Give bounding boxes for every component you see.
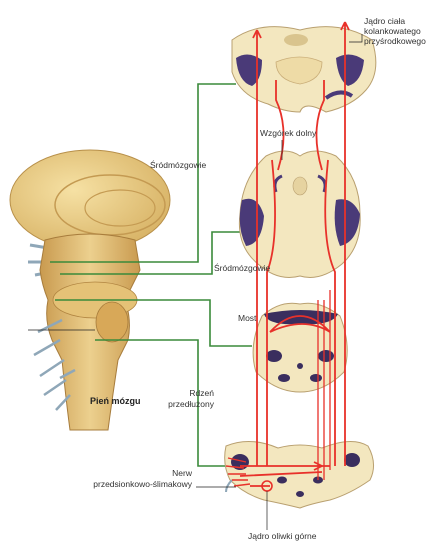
label-midbrain-lower: Śródmózgowie (214, 263, 270, 273)
section-midbrain-top (232, 27, 376, 112)
label-pons: Most (238, 313, 256, 323)
label-geniculate-3: przyśrodkowego (364, 36, 426, 46)
brainstem-illustration (10, 150, 170, 430)
label-nerve-1: Nerw (110, 468, 192, 478)
label-midbrain-upper: Śródmózgowie (150, 160, 206, 170)
label-geniculate-2: kolankowatego (364, 26, 421, 36)
label-brainstem: Pień mózgu (90, 396, 141, 406)
section-medulla (225, 441, 374, 508)
label-geniculate-1: Jądro ciała (364, 16, 405, 26)
label-superior-olive: Jądro oliwki górne (248, 531, 317, 541)
label-nerve-2: przedsionkowo-ślimakowy (82, 479, 192, 489)
label-medulla-2: przedłużony (160, 399, 214, 409)
peduncle (96, 302, 128, 342)
label-inferior-colliculus: Wzgórek dolny (260, 128, 316, 138)
label-medulla-1: Rdzeń (170, 388, 214, 398)
